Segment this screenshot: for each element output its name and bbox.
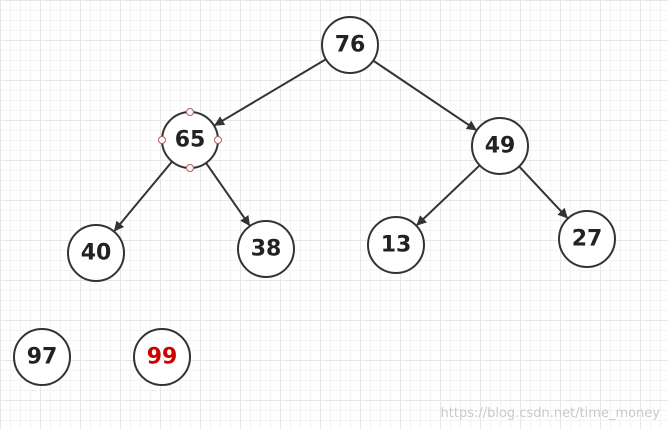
edge-76-to-49 [372, 59, 477, 131]
node-99[interactable]: 99 [133, 328, 191, 386]
node-label: 49 [485, 134, 516, 159]
node-label: 13 [381, 233, 412, 258]
node-label: 40 [81, 241, 112, 266]
selection-handle[interactable] [214, 136, 222, 144]
node-13[interactable]: 13 [367, 216, 425, 274]
watermark-text: https://blog.csdn.net/time_money [440, 406, 660, 421]
node-circle[interactable] [237, 220, 295, 278]
node-65[interactable]: 65 [158, 108, 222, 172]
node-circle[interactable] [67, 224, 125, 282]
nodes: 76 65 49 40 38 13 27 97 99 [13, 16, 616, 386]
edge-76-to-65 [214, 58, 327, 127]
node-76[interactable]: 76 [321, 16, 379, 74]
node-label: 38 [251, 237, 282, 262]
node-label: 65 [175, 128, 206, 153]
node-circle[interactable] [367, 216, 425, 274]
node-label: 76 [335, 33, 366, 58]
edge-65-to-40 [113, 160, 173, 232]
node-38[interactable]: 38 [237, 220, 295, 278]
node-circle[interactable] [321, 16, 379, 74]
selection-handle[interactable] [158, 136, 166, 144]
edge-49-to-27 [518, 165, 568, 219]
edge-65-to-38 [205, 162, 251, 227]
edges [113, 58, 568, 232]
selection-handle[interactable] [186, 108, 194, 116]
node-label: 99 [147, 345, 178, 370]
node-97[interactable]: 97 [13, 328, 71, 386]
selection-handle[interactable] [186, 164, 194, 172]
node-circle[interactable] [13, 328, 71, 386]
node-49[interactable]: 49 [471, 117, 529, 175]
node-40[interactable]: 40 [67, 224, 125, 282]
node-circle[interactable] [133, 328, 191, 386]
node-circle[interactable] [558, 210, 616, 268]
edge-49-to-13 [416, 164, 481, 226]
node-27[interactable]: 27 [558, 210, 616, 268]
node-label: 97 [27, 345, 58, 370]
node-circle[interactable] [471, 117, 529, 175]
node-label: 27 [572, 227, 603, 252]
